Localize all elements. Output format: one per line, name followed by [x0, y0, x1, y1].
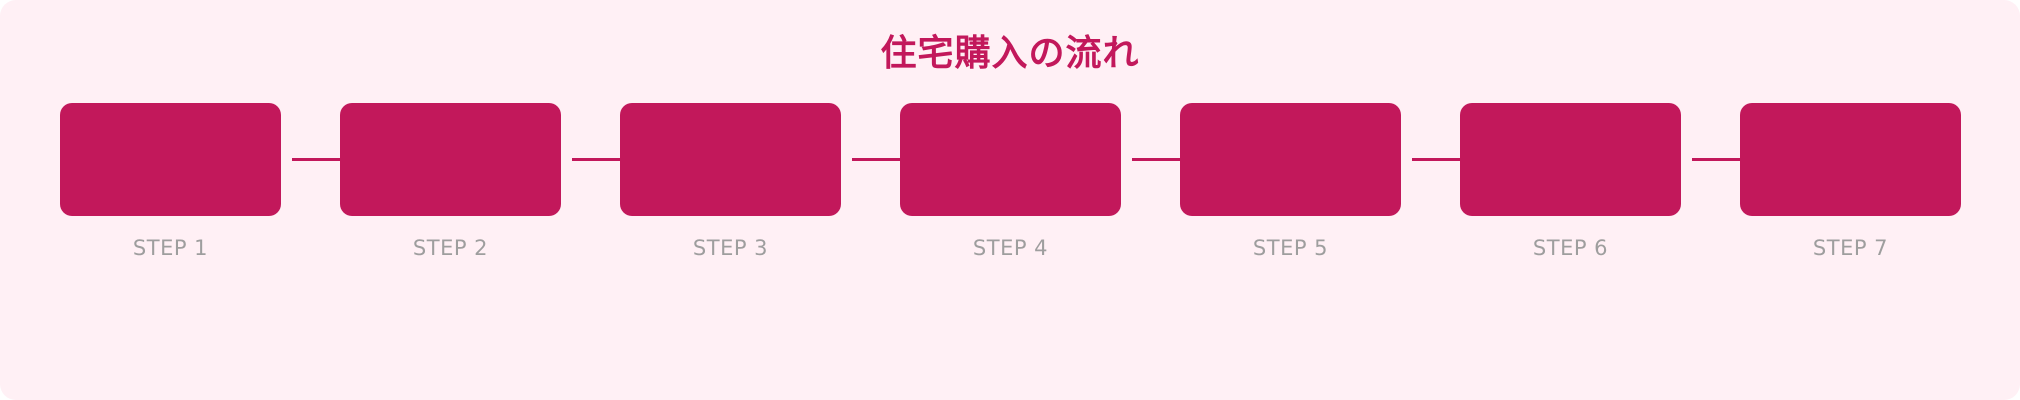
step-label-2: STEP 2	[412, 236, 489, 260]
connector-6-7	[1692, 158, 1740, 161]
step-label-3: STEP 3	[692, 236, 769, 260]
connector-5-6	[1412, 158, 1460, 161]
step-box-3	[620, 103, 841, 216]
step-label-7: STEP 7	[1812, 236, 1889, 260]
step-box-7	[1740, 103, 1961, 216]
step-box-2	[340, 103, 561, 216]
step-label-5: STEP 5	[1252, 236, 1329, 260]
connector-4-5	[1132, 158, 1180, 161]
step-label-4: STEP 4	[972, 236, 1049, 260]
step-label-6: STEP 6	[1532, 236, 1609, 260]
step-box-4	[900, 103, 1121, 216]
connector-2-3	[572, 158, 620, 161]
step-box-5	[1180, 103, 1401, 216]
step-label-1: STEP 1	[132, 236, 209, 260]
connector-3-4	[852, 158, 900, 161]
step-box-1	[60, 103, 281, 216]
diagram-title: 住宅購入の流れ	[880, 33, 1140, 74]
step-box-6	[1460, 103, 1681, 216]
connector-1-2	[292, 158, 340, 161]
